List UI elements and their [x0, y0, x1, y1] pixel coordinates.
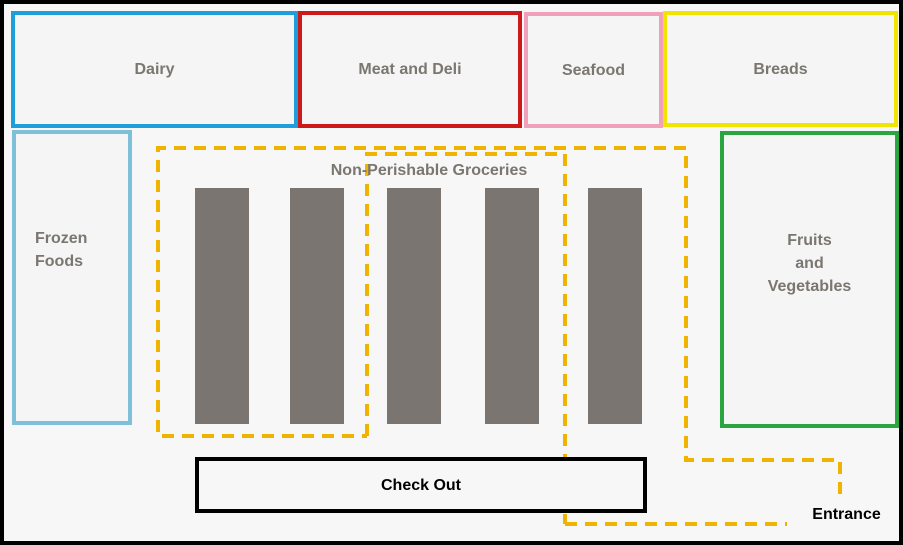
- non-perishable-groceries-label: Non-Perishable Groceries: [330, 162, 528, 179]
- meat-deli-label: Meat and Deli: [358, 61, 462, 78]
- grocery-aisle-2: [290, 188, 344, 424]
- checkout-counter: Check Out: [195, 457, 647, 513]
- walking-path: [156, 146, 842, 526]
- walking-path-route: [156, 146, 842, 494]
- frozen-foods-label: Frozen Foods: [35, 230, 88, 270]
- seafood-label: Seafood: [561, 61, 626, 79]
- fruits-vegetables-label: Fruits and Vegetables: [767, 231, 852, 295]
- dairy-label: Dairy: [134, 61, 175, 78]
- grocery-aisle-4: [485, 188, 539, 424]
- checkout-label: Check Out: [380, 476, 461, 494]
- meat-deli-section: Meat and Deli: [298, 11, 522, 128]
- fruits-vegetables-section: Fruits and Vegetables: [720, 131, 899, 428]
- dairy-section: Dairy: [11, 11, 298, 128]
- entrance-label: Entrance: [812, 506, 881, 523]
- grocery-aisle-5: [588, 188, 642, 424]
- grocery-aisle-1: [195, 188, 249, 424]
- breads-label: Breads: [753, 60, 808, 78]
- breads-section: Breads: [663, 11, 898, 127]
- seafood-section: Seafood: [524, 12, 663, 128]
- frozen-foods-section: Frozen Foods: [12, 130, 132, 425]
- walking-path-route: [365, 152, 567, 524]
- grocery-aisle-3: [387, 188, 441, 424]
